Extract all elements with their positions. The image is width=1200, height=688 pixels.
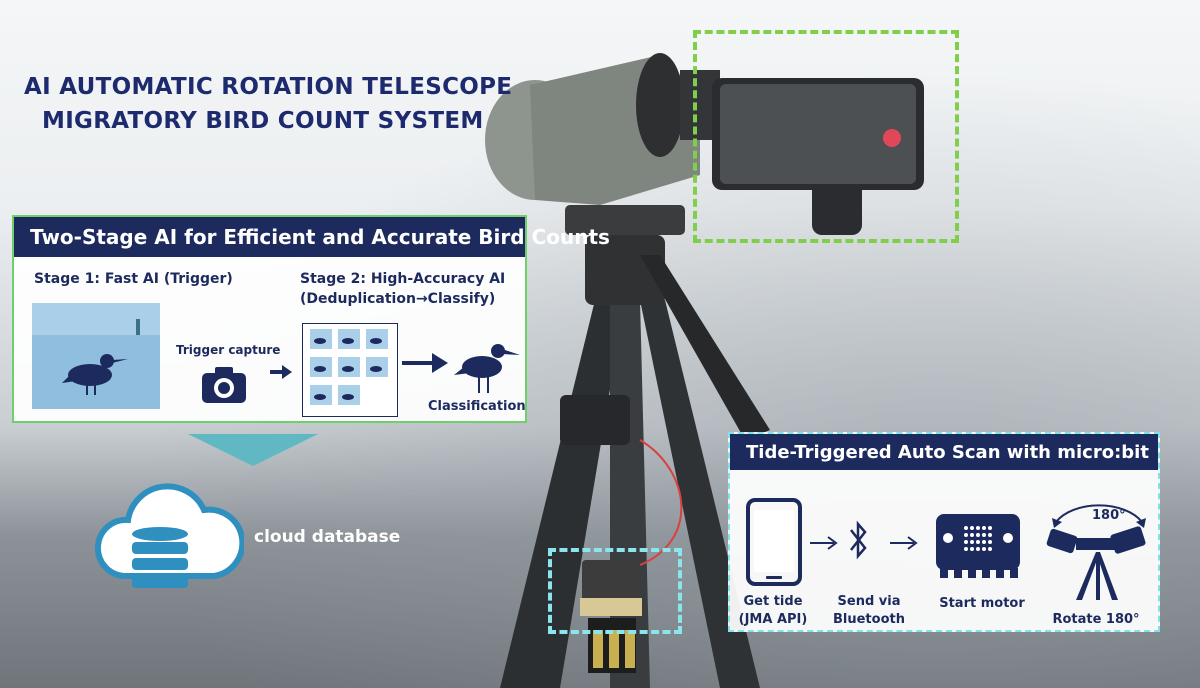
title-line1: AI AUTOMATIC ROTATION TELESCOPE: [24, 74, 513, 100]
scan-panel-header: Tide-Triggered Auto Scan with micro:bit: [730, 434, 1158, 470]
two-stage-ai-panel: Two-Stage AI for Efficient and Accurate …: [12, 215, 610, 423]
title-line2: MIGRATORY BIRD COUNT SYSTEM: [42, 108, 484, 134]
stage2-title-line1: Stage 2: High-Accuracy AI: [300, 271, 506, 287]
phone-highlight-box: [693, 30, 959, 243]
smartphone-icon: [746, 498, 802, 586]
step-arrow-2-icon: [890, 536, 918, 550]
microbit-highlight-box: [548, 548, 682, 634]
cloud-database-icon: [95, 483, 244, 588]
bluetooth-icon: [850, 520, 867, 560]
ai-panel-header: Two-Stage AI for Efficient and Accurate …: [14, 217, 610, 257]
bird-classified-icon: [454, 344, 520, 393]
down-arrow-icon: [188, 434, 318, 466]
classification-label: Classification: [428, 399, 526, 414]
trigger-capture-label: Trigger capture: [176, 343, 281, 357]
deduplication-grid: [302, 323, 398, 417]
microbit-icon: [936, 514, 1020, 578]
step-send-line2: Bluetooth: [833, 612, 905, 627]
bird-silhouette-icon: [62, 354, 128, 395]
arrow-right-large-icon: [402, 353, 448, 373]
step-arrow-1-icon: [810, 536, 838, 550]
step-send-line1: Send via: [837, 594, 901, 609]
step-get-tide-line1: Get tide: [743, 594, 803, 609]
step-rotate: Rotate 180°: [1052, 612, 1140, 627]
rotating-telescope-icon: [1046, 504, 1146, 600]
cloud-database-label: cloud database: [254, 527, 401, 547]
stage2-title-line2: (Deduplication→Classify): [300, 291, 496, 307]
rotation-badge: 180°: [1092, 508, 1126, 523]
stage1-bird-image: [32, 303, 160, 409]
stage1-title: Stage 1: Fast AI (Trigger): [34, 271, 233, 287]
tide-scan-panel: Tide-Triggered Auto Scan with micro:bit: [728, 432, 1160, 632]
step-start-motor: Start motor: [939, 596, 1025, 611]
arrow-right-icon: [270, 365, 292, 379]
camera-icon: [202, 367, 246, 403]
step-get-tide-line2: (JMA API): [738, 612, 808, 627]
